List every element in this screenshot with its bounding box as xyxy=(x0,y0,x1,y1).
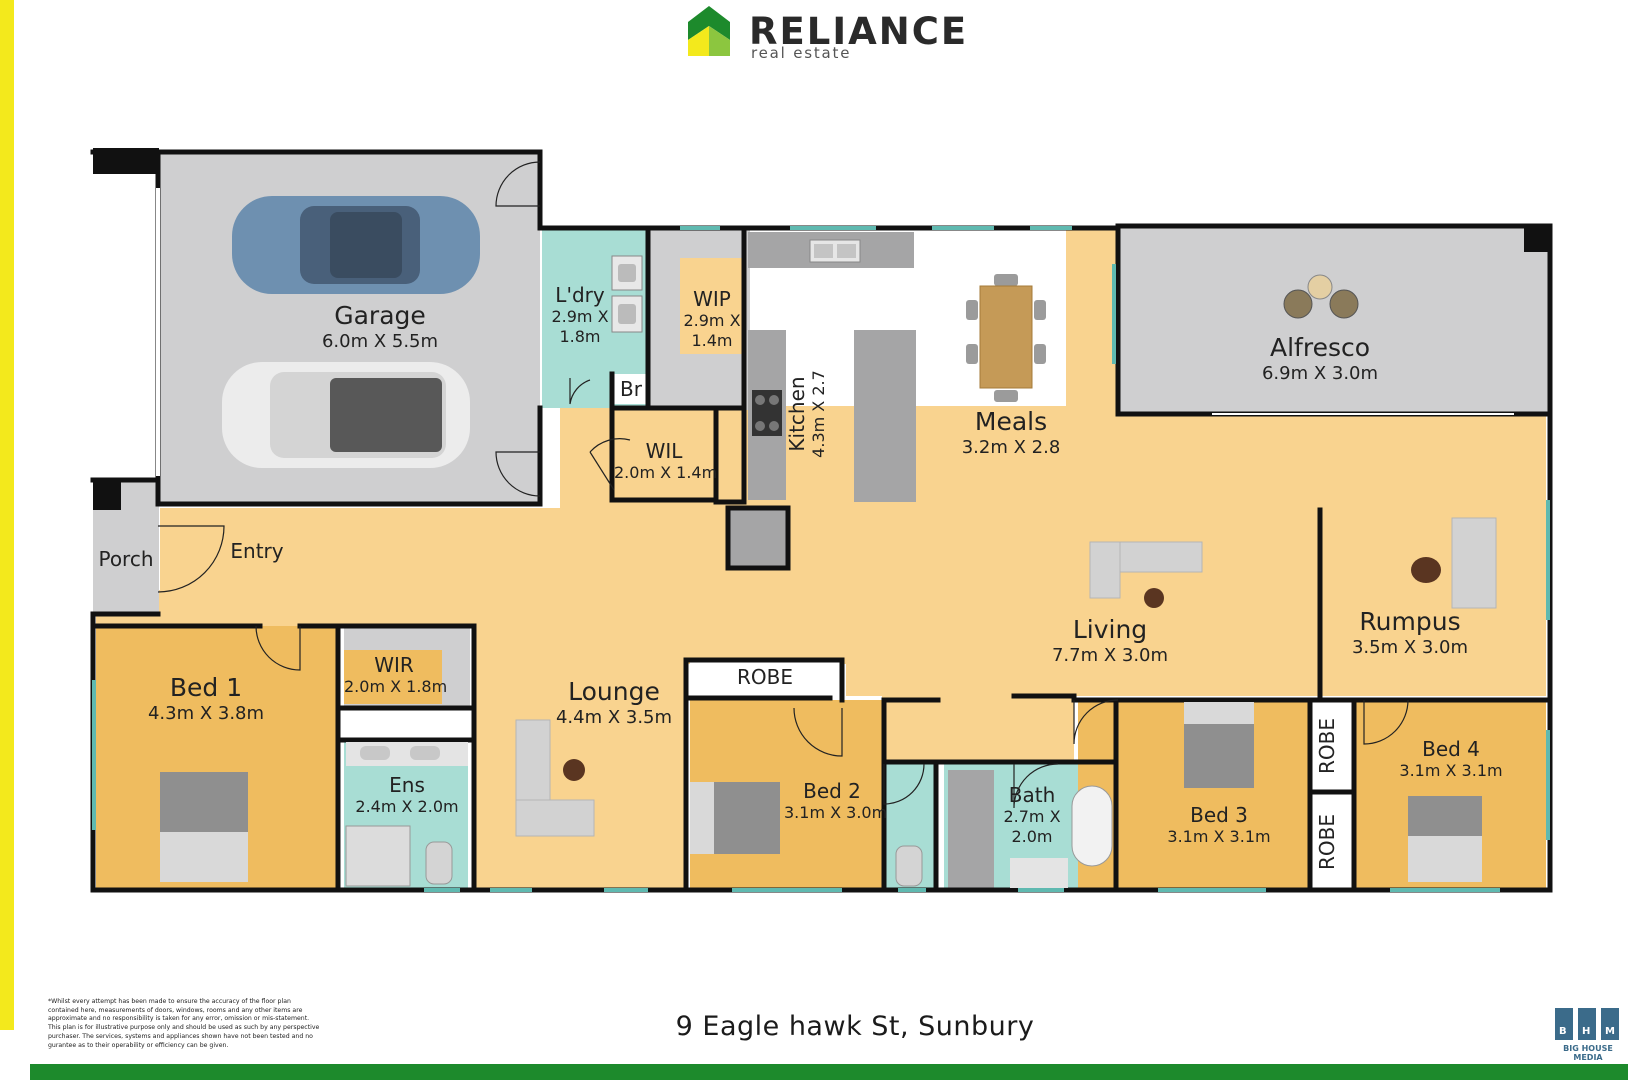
room-bed2: Bed 2 3.1m X 3.0m xyxy=(784,779,888,823)
wip-dim-line2: 1.4m xyxy=(691,331,733,350)
wil-dim: 2.0m X 1.4m xyxy=(614,463,718,482)
credit-letter-h: H xyxy=(1582,1026,1591,1037)
room-entry: Entry xyxy=(222,540,292,563)
room-bed1: Bed 1 4.3m X 3.8m xyxy=(136,673,276,725)
bed1-dim: 4.3m X 3.8m xyxy=(147,702,265,724)
room-garage: Garage 6.0m X 5.5m xyxy=(310,301,450,353)
bed1-name: Bed 1 xyxy=(169,673,243,702)
br-name: Br xyxy=(620,377,642,401)
laundry-dim-line2: 1.8m xyxy=(559,327,601,346)
big-house-media-logo-icon xyxy=(1555,1008,1619,1040)
room-kitchen: Kitchen 4.3m X 2.7 xyxy=(785,364,834,464)
credit-name: BIG HOUSE MEDIA xyxy=(1563,1044,1613,1062)
alfresco-dim: 6.9m X 3.0m xyxy=(1261,362,1379,384)
bed3-name: Bed 3 xyxy=(1190,803,1248,827)
brand-logo xyxy=(686,4,732,56)
credit-logo: B H M xyxy=(1555,1006,1621,1042)
bed3-dim: 3.1m X 3.1m xyxy=(1167,827,1271,846)
bath-dim-line2: 2.0m xyxy=(1011,827,1053,846)
entry-name: Entry xyxy=(230,539,284,563)
room-robe-1: ROBE xyxy=(690,666,840,689)
bed4-name: Bed 4 xyxy=(1422,737,1480,761)
laundry-dim-line1: 2.9m X xyxy=(551,307,609,326)
alfresco-name: Alfresco xyxy=(1269,333,1371,362)
lounge-name: Lounge xyxy=(568,677,660,706)
garage-dim: 6.0m X 5.5m xyxy=(321,330,439,352)
porch-name: Porch xyxy=(98,547,154,571)
rumpus-dim: 3.5m X 3.0m xyxy=(1351,636,1469,658)
room-bed4: Bed 4 3.1m X 3.1m xyxy=(1396,738,1506,781)
ens-dim: 2.4m X 2.0m xyxy=(355,797,459,816)
living-name: Living xyxy=(1072,615,1148,644)
kitchen-dim: 4.3m X 2.7 xyxy=(809,370,828,458)
room-bath: Bath 2.7m X 2.0m xyxy=(996,784,1068,847)
car-white-icon xyxy=(222,362,470,468)
room-br: Br xyxy=(614,378,648,401)
room-wip: WIP 2.9m X 1.4m xyxy=(676,288,748,351)
brand-tagline: real estate xyxy=(751,44,852,62)
wir-name: WIR xyxy=(374,653,414,677)
lounge-dim: 4.4m X 3.5m xyxy=(555,706,673,728)
ens-name: Ens xyxy=(389,773,425,797)
meals-name: Meals xyxy=(974,407,1048,436)
bath-dim-line1: 2.7m X xyxy=(1003,807,1061,826)
robe1-name: ROBE xyxy=(737,665,793,689)
bath-name: Bath xyxy=(1008,783,1056,807)
kitchen-name: Kitchen xyxy=(785,376,809,452)
disclaimer: *Whilst every attempt has been made to e… xyxy=(48,998,320,1049)
rumpus-name: Rumpus xyxy=(1359,607,1461,636)
car-blue-icon xyxy=(232,196,480,294)
bed2-dim: 3.1m X 3.0m xyxy=(784,803,888,822)
meals-dim: 3.2m X 2.8 xyxy=(961,436,1061,458)
reliance-logo-icon xyxy=(688,6,730,56)
robe2-name: ROBE xyxy=(1315,718,1339,774)
room-rumpus: Rumpus 3.5m X 3.0m xyxy=(1340,607,1480,659)
living-dim: 7.7m X 3.0m xyxy=(1051,644,1169,666)
wil-name: WIL xyxy=(645,439,683,463)
room-lounge: Lounge 4.4m X 3.5m xyxy=(544,677,684,729)
credit-letter-b: B xyxy=(1559,1026,1567,1037)
credit-letter-m: M xyxy=(1605,1026,1615,1037)
room-bed3: Bed 3 3.1m X 3.1m xyxy=(1164,804,1274,847)
room-alfresco: Alfresco 6.9m X 3.0m xyxy=(1240,333,1400,385)
laundry-name: L'dry xyxy=(555,283,605,307)
room-robe-2: ROBE xyxy=(1315,706,1344,786)
wip-name: WIP xyxy=(693,287,731,311)
living-area-floor xyxy=(96,230,1546,890)
footer-bar xyxy=(30,1064,1628,1080)
room-living: Living 7.7m X 3.0m xyxy=(1030,615,1190,667)
accent-bar xyxy=(0,0,14,1030)
room-robe-3: ROBE xyxy=(1315,802,1344,882)
wir-dim: 2.0m X 1.8m xyxy=(344,677,448,696)
wip-dim-line1: 2.9m X xyxy=(683,311,741,330)
alfresco-floor xyxy=(1118,226,1550,412)
property-address: 9 Eagle hawk St, Sunbury xyxy=(675,1011,1035,1042)
room-wil: WIL 2.0m X 1.4m xyxy=(614,439,718,483)
brand-name: RELIANCE xyxy=(749,10,969,53)
bed2-name: Bed 2 xyxy=(803,779,861,803)
room-laundry: L'dry 2.9m X 1.8m xyxy=(544,284,616,347)
room-porch: Porch xyxy=(93,548,159,571)
bed4-dim: 3.1m X 3.1m xyxy=(1399,761,1503,780)
garage-name: Garage xyxy=(334,301,426,330)
room-ens: Ens 2.4m X 2.0m xyxy=(346,774,468,817)
robe3-name: ROBE xyxy=(1315,814,1339,870)
room-meals: Meals 3.2m X 2.8 xyxy=(936,407,1086,459)
room-wir: WIR 2.0m X 1.8m xyxy=(344,653,448,697)
